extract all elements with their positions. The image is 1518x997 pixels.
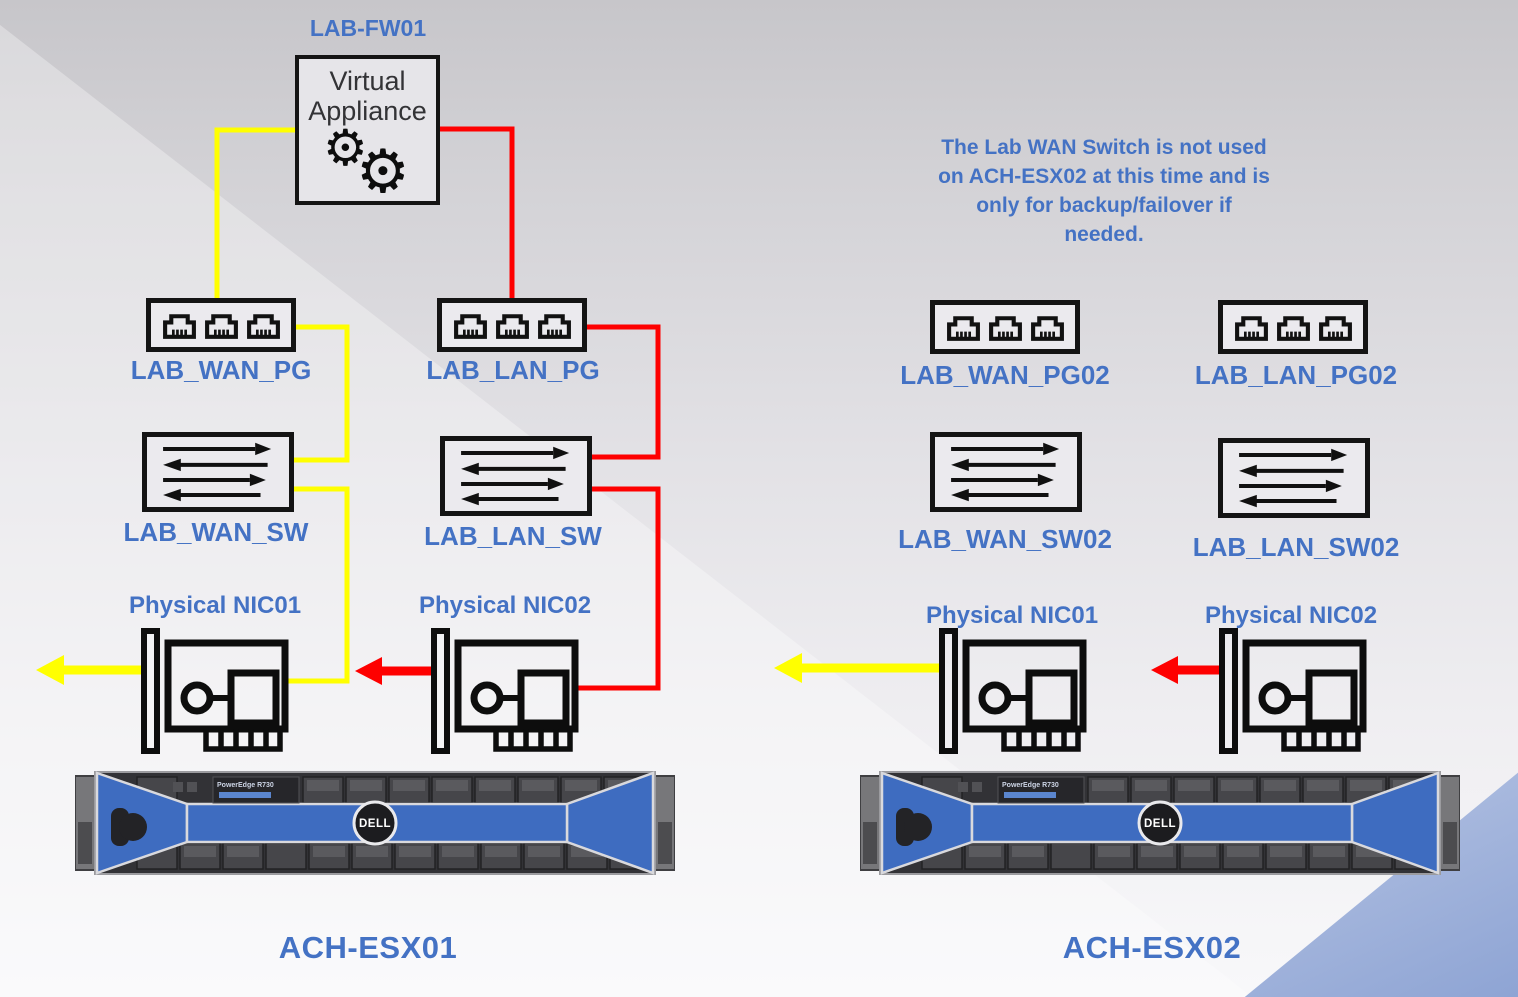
portgroup-label: LAB_LAN_PG02: [1194, 360, 1398, 390]
nic-card-icon: [430, 628, 582, 754]
vswitch-label: LAB_WAN_SW: [123, 517, 309, 547]
nic-label: Physical NIC02: [418, 592, 592, 619]
rj45-port-icon: [452, 310, 489, 341]
rj45-port-icon: [945, 312, 982, 343]
rj45-port-icon: [1029, 312, 1066, 343]
yellow-uplink-arrow-esx01: [36, 655, 143, 685]
rj45-port-icon: [161, 310, 198, 341]
dell-logo: DELL: [1144, 818, 1176, 830]
server-model-text: PowerEdge R730: [1002, 782, 1059, 789]
rj45-port-icon: [987, 312, 1024, 343]
portgroup-box-lab-wan-pg02: [930, 300, 1080, 354]
nic-label: Physical NIC01: [925, 602, 1099, 629]
vswitch-arrows-icon: [1231, 447, 1357, 509]
vswitch-box-lab-lan-sw02: [1218, 438, 1370, 518]
portgroup-label: LAB_LAN_PG: [426, 355, 600, 385]
gear-icon: ⚙: [356, 137, 410, 207]
red-uplink-arrow-esx02: [1151, 656, 1221, 684]
vswitch-arrows-icon: [943, 441, 1069, 503]
rj45-port-icon: [536, 310, 573, 341]
server-front-icon: PowerEdge R730 DELL: [75, 770, 675, 876]
firewall-appliance-box: Virtual Appliance ⚙ ⚙: [295, 55, 440, 205]
yellow-uplink-arrow-esx02: [774, 653, 941, 683]
vswitch-box-lab-lan-sw: [440, 436, 592, 516]
nic-card-icon: [1218, 628, 1370, 754]
dell-logo: DELL: [359, 818, 391, 830]
yellow-wire-wan-sw-to-nic01: [288, 486, 350, 684]
gear-icon: ⚙: [323, 119, 368, 177]
portgroup-box-lab-wan-pg: [146, 298, 296, 352]
portgroup-box-lab-lan-pg02: [1218, 300, 1368, 354]
yellow-wire-wan-pg-to-wan-sw: [292, 324, 350, 463]
nic-card-icon: [938, 628, 1090, 754]
rj45-port-icon: [1233, 312, 1270, 343]
portgroup-label: LAB_WAN_PG02: [900, 360, 1110, 390]
nic-label: Physical NIC01: [128, 592, 302, 619]
nic-card-icon: [140, 628, 292, 754]
server-model-text: PowerEdge R730: [217, 782, 274, 789]
red-uplink-arrow-esx01: [355, 657, 433, 685]
appliance-text: Virtual Appliance: [308, 66, 427, 126]
server-front-icon: PowerEdge R730 DELL: [860, 770, 1460, 876]
vswitch-box-lab-wan-sw02: [930, 432, 1082, 512]
vswitch-label: LAB_LAN_SW02: [1192, 532, 1400, 562]
host-label-esx01: ACH-ESX01: [278, 930, 458, 965]
vswitch-label: LAB_LAN_SW: [424, 521, 602, 551]
red-wire-fw-to-lan-pg: [438, 126, 515, 300]
rj45-port-icon: [1317, 312, 1354, 343]
yellow-wire-fw-to-wan-pg: [214, 127, 297, 300]
red-wire-lan-pg-to-lan-sw: [587, 324, 661, 460]
vswitch-box-lab-wan-sw: [142, 432, 294, 512]
portgroup-label: LAB_WAN_PG: [130, 355, 312, 385]
vswitch-arrows-icon: [453, 445, 579, 507]
red-wire-lan-sw-to-nic02: [577, 486, 661, 691]
firewall-label: LAB-FW01: [309, 15, 427, 41]
portgroup-box-lab-lan-pg: [437, 298, 587, 352]
rj45-port-icon: [1275, 312, 1312, 343]
rj45-port-icon: [203, 310, 240, 341]
rj45-port-icon: [494, 310, 531, 341]
host-label-esx02: ACH-ESX02: [1062, 930, 1242, 965]
vswitch-arrows-icon: [155, 441, 281, 503]
rj45-port-icon: [245, 310, 282, 341]
nic-label: Physical NIC02: [1204, 602, 1378, 629]
wan-switch-note: The Lab WAN Switch is not used on ACH-ES…: [938, 136, 1270, 246]
vswitch-label: LAB_WAN_SW02: [898, 524, 1112, 554]
